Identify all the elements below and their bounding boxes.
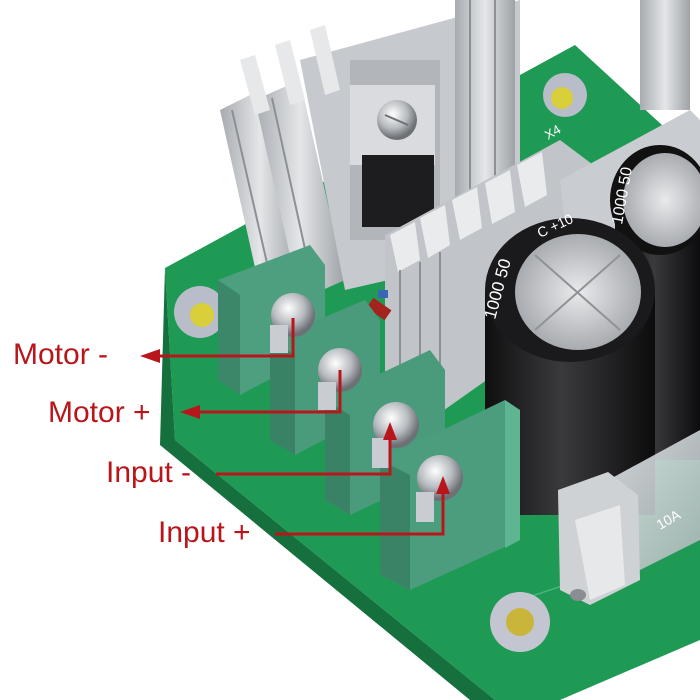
arrowheads	[140, 349, 450, 494]
mosfet	[350, 85, 435, 227]
fuse: 10A	[558, 430, 700, 605]
label-motor-plus: Motor +	[48, 396, 151, 429]
label-input-minus: Input -	[106, 456, 192, 489]
arrow-motor-minus-icon	[140, 349, 160, 363]
screw-input-plus	[417, 455, 463, 501]
arrow-input-minus-icon	[383, 422, 397, 440]
mounting-hole-top: X4	[542, 73, 587, 143]
svg-text:X4: X4	[542, 122, 563, 143]
arrow-input-plus-icon	[436, 476, 450, 494]
annotation-arrows	[155, 318, 445, 536]
arrow-motor-plus-icon	[180, 405, 200, 419]
label-input-plus: Input +	[158, 516, 251, 549]
mounting-hole-left	[174, 286, 226, 338]
diode	[366, 290, 392, 321]
mounting-hole-bottom	[490, 592, 550, 652]
label-motor-minus: Motor -	[13, 338, 109, 371]
